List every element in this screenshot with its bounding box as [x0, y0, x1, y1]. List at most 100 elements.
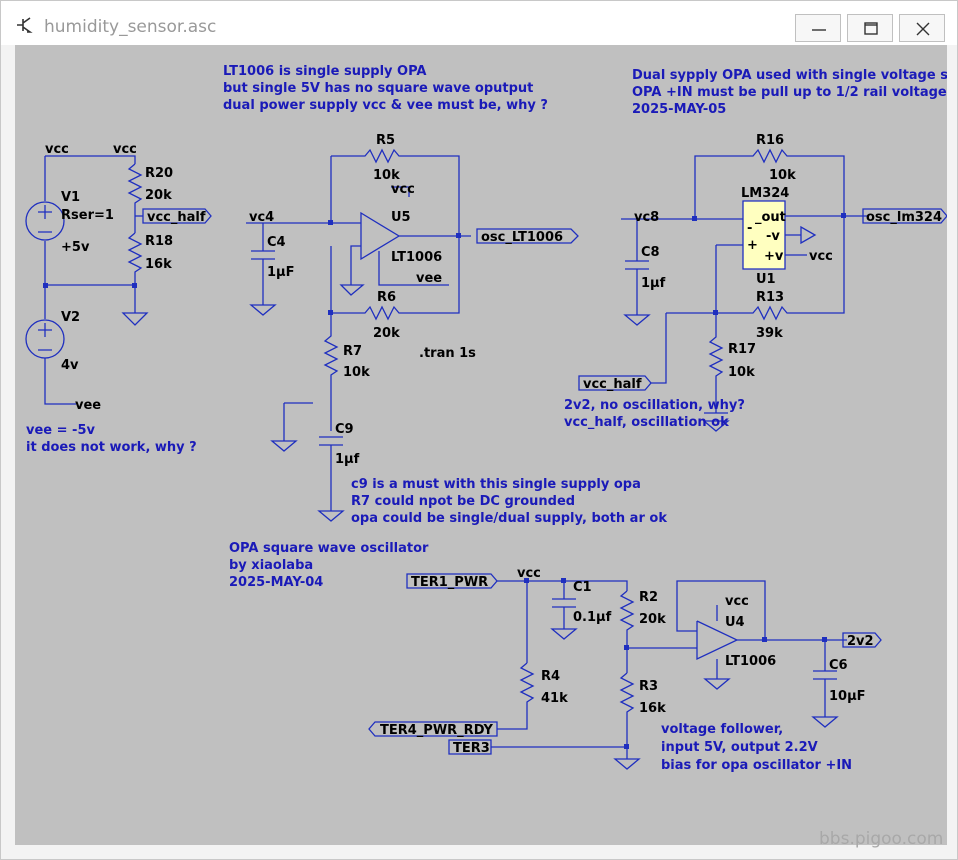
r13-value: 39k — [756, 326, 783, 341]
r2-value: 20k — [639, 612, 666, 627]
vertical-scrollbar[interactable] — [947, 45, 957, 845]
r16-label: R16 — [756, 133, 784, 148]
vcc-label: vcc — [113, 142, 137, 157]
note-lt1006-line1: LT1006 is single supply OPA — [223, 64, 427, 79]
r3-label: R3 — [639, 679, 658, 694]
c1-label: C1 — [573, 580, 592, 595]
c6-value: 10µF — [829, 689, 866, 704]
v1-value: +5v — [61, 240, 90, 255]
u1-out-pin: _out — [755, 210, 786, 225]
r20-label: R20 — [145, 166, 173, 181]
vc8-label: vc8 — [634, 210, 659, 225]
note-lt1006-line3: dual power supply vcc & vee must be, why… — [223, 98, 548, 113]
note-c9-line3: opa could be single/dual supply, both ar… — [351, 511, 667, 526]
maximize-button[interactable] — [847, 14, 893, 42]
note-osc-line1: 2v2, no oscillation, why? — [564, 398, 745, 413]
note-author-line1: OPA square wave oscillator — [229, 541, 429, 556]
c9-value: 1µf — [335, 452, 360, 467]
horizontal-scrollbar[interactable] — [15, 845, 947, 859]
v1-rser: Rser=1 — [61, 208, 114, 223]
c6-label: C6 — [829, 658, 848, 673]
r4-value: 41k — [541, 691, 568, 706]
flag-ter3 — [448, 739, 492, 755]
u1-vpos-pin: +v — [764, 249, 784, 264]
r7-label: R7 — [343, 344, 362, 359]
r17-label: R17 — [728, 342, 756, 357]
minimize-icon — [812, 29, 826, 31]
r13-label: R13 — [756, 290, 784, 305]
r18-label: R18 — [145, 234, 173, 249]
r3-value: 16k — [639, 701, 666, 716]
note-dual-supply-line1: Dual sypply OPA used with single voltage… — [632, 68, 947, 83]
c4-value: 1µF — [267, 265, 295, 280]
lm324-label: LM324 — [741, 186, 789, 201]
close-icon — [916, 22, 930, 36]
note-dual-supply-line2: OPA +IN must be pull up to 1/2 rail volt… — [632, 85, 947, 100]
note-follower-line2: input 5V, output 2.2V — [661, 740, 818, 755]
vcc-c1-label: vcc — [517, 566, 541, 581]
schematic-canvas[interactable]: vcc vcc R20 20k V1 Rser=1 +5v R18 16k V2… — [15, 45, 947, 845]
c9-label: C9 — [335, 422, 354, 437]
flag-osc-lt1006-text: osc_LT1006 — [481, 230, 563, 245]
schematic-drawing: vcc vcc R20 20k V1 Rser=1 +5v R18 16k V2… — [25, 64, 947, 773]
note-vee-line1: vee = -5v — [26, 423, 95, 438]
window-left-border — [1, 45, 15, 859]
flag-vcc-half-in-text: vcc_half — [583, 377, 642, 392]
ltspice-app-icon — [17, 17, 33, 33]
flag-ter3-text: TER3 — [453, 741, 490, 756]
u5-model: LT1006 — [391, 250, 442, 265]
vee-label: vee — [75, 398, 101, 413]
flag-vcc-half-out-text: vcc_half — [147, 210, 206, 225]
flag-osc-lm324 — [862, 208, 947, 224]
v1-label: V1 — [61, 190, 80, 205]
u1-vneg-pin: -v — [766, 229, 780, 244]
note-dual-supply-line3: 2025-MAY-05 — [632, 102, 726, 117]
note-c9-line2: R7 could npot be DC grounded — [351, 494, 575, 509]
flag-osc-lm324-text: osc_lm324 — [866, 210, 942, 225]
r4-label: R4 — [541, 669, 560, 684]
r6-value: 20k — [373, 326, 400, 341]
v2-value: 4v — [61, 358, 79, 373]
vee-u5-label: vee — [416, 271, 442, 286]
r6-label: R6 — [377, 290, 396, 305]
note-c9-line1: c9 is a must with this single supply opa — [351, 477, 641, 492]
flag-osc-lt1006 — [476, 228, 579, 244]
note-lt1006-line2: but single 5V has no square wave oputput — [223, 81, 533, 96]
flag-ter1-pwr-text: TER1_PWR — [411, 575, 488, 590]
note-follower-line1: voltage follower, — [661, 722, 783, 737]
minimize-button[interactable] — [795, 14, 841, 42]
vcc-u5-label: vcc — [391, 182, 415, 197]
flag-2v2 — [842, 632, 882, 648]
watermark: bbs.pigoo.com — [819, 829, 944, 849]
r16-value: 10k — [769, 168, 796, 183]
tran-directive: .tran 1s — [419, 346, 476, 361]
note-follower-line3: bias for opa oscillator +IN — [661, 758, 852, 773]
close-button[interactable] — [899, 14, 945, 42]
note-vee-line2: it does not work, why ? — [26, 440, 197, 455]
vcc-u4-label: vcc — [725, 594, 749, 609]
title-bar[interactable]: humidity_sensor.asc — [1, 1, 957, 45]
r17-value: 10k — [728, 365, 755, 380]
flag-2v2-text: 2v2 — [847, 634, 874, 649]
vc4-label: vc4 — [249, 210, 274, 225]
v2-label: V2 — [61, 310, 80, 325]
r20-value: 20k — [145, 188, 172, 203]
r5-label: R5 — [376, 133, 395, 148]
c4-label: C4 — [267, 235, 286, 250]
flag-ter1-pwr — [406, 573, 498, 589]
flag-ter4-pwr-rdy-text: TER4_PWR_RDY — [380, 723, 494, 738]
r5-value: 10k — [373, 168, 400, 183]
flag-vcc-half-in — [578, 375, 652, 391]
vcc-label: vcc — [45, 142, 69, 157]
u4-model: LT1006 — [725, 654, 776, 669]
r7-value: 10k — [343, 365, 370, 380]
u1-label: U1 — [756, 272, 776, 287]
r18-value: 16k — [145, 257, 172, 272]
u5-label: U5 — [391, 210, 411, 225]
flag-ter4-pwr-rdy — [368, 721, 498, 737]
maximize-icon — [864, 22, 878, 35]
c8-value: 1µf — [641, 276, 666, 291]
r2-label: R2 — [639, 590, 658, 605]
u1-minus-pin: - — [747, 221, 752, 236]
